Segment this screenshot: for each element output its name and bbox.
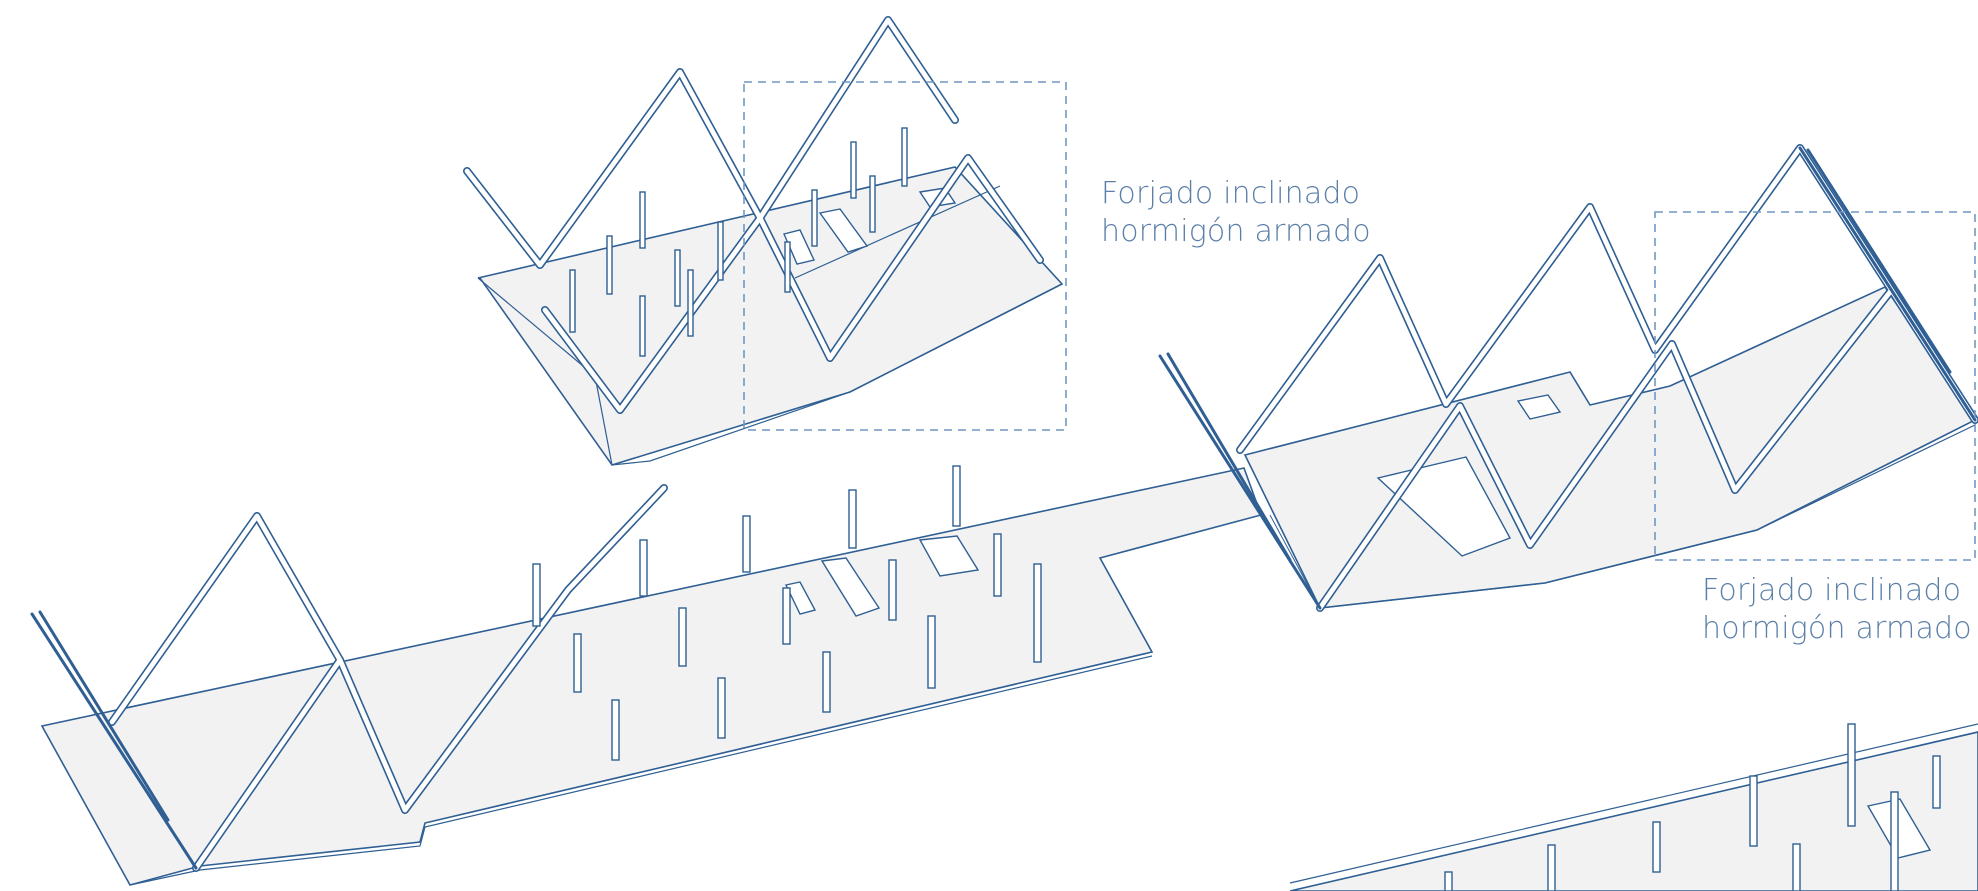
- column: [952, 465, 961, 527]
- column: [717, 677, 726, 739]
- slab-opening: [918, 535, 980, 577]
- column: [1792, 843, 1801, 891]
- column: [532, 563, 541, 627]
- truss-frames: [30, 16, 1978, 872]
- column: [888, 559, 897, 621]
- slab-surface: [477, 166, 1064, 466]
- column: [901, 127, 908, 187]
- column: [850, 141, 857, 199]
- column: [811, 189, 818, 247]
- slab-opening: [784, 581, 817, 615]
- column: [674, 249, 681, 307]
- column: [687, 269, 694, 337]
- slab-opening: [818, 208, 869, 253]
- columns: [532, 127, 1941, 891]
- upper-slab: [477, 166, 1064, 466]
- slab-edge: [1319, 424, 1976, 609]
- column: [611, 699, 620, 761]
- long-slab: [40, 467, 1263, 886]
- callout-frame-upper: [743, 81, 1067, 431]
- column: [573, 633, 582, 693]
- column: [1652, 821, 1661, 873]
- column: [742, 515, 751, 573]
- slab-edge: [129, 655, 1153, 886]
- column: [717, 221, 724, 281]
- column: [569, 269, 576, 333]
- column: [1890, 791, 1899, 891]
- callout-frames: [743, 81, 1976, 561]
- callout-frame-right: [1654, 211, 1976, 561]
- column: [927, 615, 936, 689]
- column: [639, 191, 646, 249]
- column: [848, 489, 857, 549]
- annotation-right: Forjado inclinado hormigón armado: [1702, 572, 1972, 648]
- column: [869, 175, 876, 233]
- slab-edge: [477, 277, 1063, 466]
- column: [784, 241, 791, 293]
- column: [639, 539, 648, 597]
- slab-surface: [1289, 731, 1978, 891]
- column: [1932, 755, 1941, 809]
- column: [1547, 844, 1556, 891]
- slab-edge: [1289, 723, 1978, 884]
- column: [606, 235, 613, 295]
- slab-opening: [820, 557, 881, 617]
- slab-opening: [1866, 798, 1932, 859]
- annotation-right-line1: Forjado inclinado: [1702, 573, 1962, 608]
- column: [678, 607, 687, 667]
- column: [822, 651, 831, 713]
- column: [1444, 871, 1453, 891]
- column: [1749, 775, 1758, 847]
- annotation-right-line2: hormigón armado: [1702, 611, 1972, 646]
- annotation-upper: Forjado inclinado hormigón armado: [1101, 175, 1371, 251]
- annotation-upper-line2: hormigón armado: [1101, 214, 1371, 249]
- column: [1847, 723, 1856, 827]
- slab-opening: [1516, 394, 1562, 420]
- annotation-upper-line1: Forjado inclinado: [1101, 176, 1361, 211]
- column: [782, 587, 791, 645]
- slab-opening: [783, 229, 815, 265]
- column: [639, 295, 646, 357]
- column: [1033, 563, 1042, 663]
- slab-fold: [794, 185, 1001, 279]
- column: [993, 533, 1002, 597]
- bottom-slab: [1289, 723, 1978, 891]
